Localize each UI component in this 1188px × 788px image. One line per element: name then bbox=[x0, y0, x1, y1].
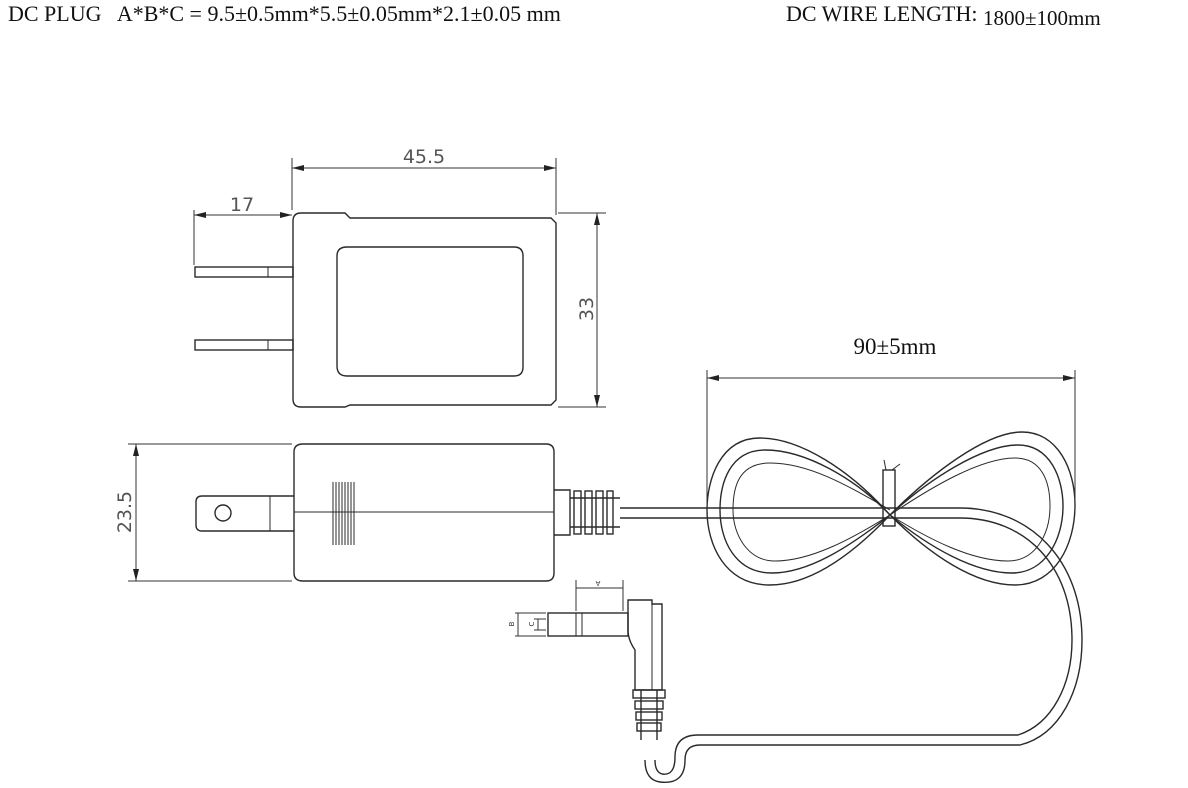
wire-length-spec: DC WIRE LENGTH: 1800±100mm bbox=[786, 1, 1101, 30]
arrow bbox=[280, 212, 292, 218]
prong-bottom bbox=[194, 339, 294, 351]
side-view: 23.5 bbox=[114, 443, 620, 582]
dim-body-width: 45.5 bbox=[403, 146, 445, 168]
front-body-outline bbox=[292, 212, 557, 408]
wire-length-value: 1800±100mm bbox=[982, 6, 1101, 30]
dc-plug-spec: DC PLUG A*B*C = 9.5±0.5mm*5.5±0.05mm*2.1… bbox=[8, 1, 561, 27]
wire-length-label: DC WIRE LENGTH: bbox=[786, 1, 978, 26]
grip-ribs bbox=[332, 482, 355, 545]
prong-hole bbox=[214, 504, 232, 522]
cable-tie-tail bbox=[883, 459, 901, 471]
arrow bbox=[544, 165, 556, 171]
arrow bbox=[594, 395, 600, 407]
arrow bbox=[1063, 375, 1075, 381]
strain-relief-rings bbox=[570, 490, 620, 535]
dc-plug-formula: A*B*C = 9.5±0.5mm*5.5±0.05mm*2.1±0.05 mm bbox=[116, 1, 561, 26]
dc-plug-label: DC PLUG bbox=[8, 1, 102, 26]
plug-body bbox=[627, 599, 663, 691]
dim-body-thickness: 23.5 bbox=[114, 491, 136, 533]
coil-strand bbox=[732, 462, 891, 562]
front-view: 45.5 17 33 bbox=[193, 146, 606, 408]
arrow bbox=[194, 212, 206, 218]
dim-coil-width: 90±5mm bbox=[854, 334, 937, 359]
arrow bbox=[594, 213, 600, 225]
arrow bbox=[707, 375, 719, 381]
dc-plug: A B C bbox=[508, 579, 666, 740]
arrow bbox=[292, 165, 304, 171]
label-a: A bbox=[595, 579, 600, 587]
coil-inner bbox=[719, 444, 1064, 574]
strain-relief bbox=[554, 489, 571, 536]
plug-relief bbox=[632, 689, 666, 740]
arrow bbox=[133, 569, 139, 581]
arrow bbox=[133, 444, 139, 456]
cable-return-inner bbox=[654, 517, 1073, 775]
plug-barrel bbox=[547, 612, 629, 637]
coil-strand bbox=[889, 457, 1051, 562]
label-b: B bbox=[508, 621, 516, 626]
dc-cable: 90±5mm bbox=[620, 334, 1083, 784]
cable-return-outer bbox=[644, 507, 1083, 784]
cable-tie bbox=[882, 469, 896, 527]
prong-side bbox=[195, 495, 294, 532]
prong-top bbox=[194, 266, 294, 278]
dim-body-height: 33 bbox=[576, 297, 598, 321]
dim-prong-length: 17 bbox=[230, 194, 254, 216]
front-label-recess bbox=[336, 246, 524, 377]
label-c: C bbox=[528, 621, 536, 626]
side-body-outline bbox=[293, 443, 555, 582]
